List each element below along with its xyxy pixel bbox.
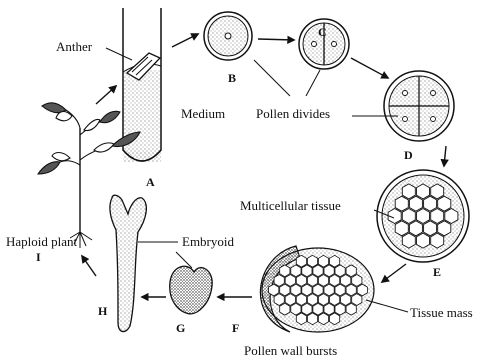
stage-letter-e: E [433, 266, 441, 278]
tissue-mass-cell [346, 284, 356, 296]
tissue-cell [431, 209, 444, 224]
stage-letter-f: F [232, 322, 239, 334]
label-embryoid: Embryoid [182, 235, 234, 248]
tissue-cell [402, 184, 415, 199]
stage-letter-b: B [228, 72, 236, 84]
tissue-mass-cell [280, 265, 290, 277]
tissue-mass-cell [302, 303, 312, 315]
tissue-mass-cell [296, 255, 306, 267]
tissue-mass-cell [296, 294, 306, 306]
tissue-mass-cell [324, 303, 334, 315]
tissue-cell [402, 233, 415, 248]
stage-letter-d: D [404, 149, 413, 161]
tissue-mass-cell [285, 275, 295, 287]
tissue-mass-cell [274, 294, 284, 306]
embryoid-h [110, 195, 146, 331]
tissue-mass-cell [296, 275, 306, 287]
tissue-mass-cell [291, 265, 301, 277]
tissue-mass-cell [318, 313, 328, 325]
tissue-mass-cell [341, 275, 351, 287]
tissue-cell [438, 221, 451, 236]
tissue-mass-cell [274, 275, 284, 287]
tissue-mass-cell [330, 313, 340, 325]
tissue-mass-cell [313, 284, 323, 296]
multicellular-tissue-e [377, 170, 469, 262]
tissue-cell [445, 209, 458, 224]
tissue-mass-cell [357, 284, 367, 296]
arrow-c-to-d [351, 58, 388, 78]
label-haploid-plant: Haploid plant [6, 235, 77, 248]
tissue-mass-cell [269, 284, 279, 296]
tissue-mass-cell [280, 303, 290, 315]
tissue-cell [402, 209, 415, 224]
stage-letter-g: G [176, 322, 185, 334]
tissue-mass-cell [280, 284, 290, 296]
tissue-mass-cell [318, 294, 328, 306]
tissue-cell [431, 233, 444, 248]
label-medium: Medium [181, 107, 225, 120]
arrow-i-to-a [96, 86, 116, 104]
arrow-b-to-c [258, 39, 294, 40]
tissue-mass-cell [346, 303, 356, 315]
tissue-mass-cell [346, 265, 356, 277]
tissue-cell [424, 196, 437, 211]
stage-letter-h: H [98, 305, 107, 317]
tissue-mass-cell [324, 284, 334, 296]
tissue-mass-cell [335, 265, 345, 277]
label-pollen-wall-bursts: Pollen wall bursts [244, 344, 337, 357]
tissue-cell [424, 221, 437, 236]
label-pollen-divides: Pollen divides [256, 107, 330, 120]
tissue-cell [438, 196, 451, 211]
label-anther: Anther [56, 40, 92, 53]
arrow-h-to-i [82, 256, 96, 276]
tissue-mass-cell [291, 303, 301, 315]
tissue-cell [409, 196, 422, 211]
tissue-mass-cell [296, 313, 306, 325]
tissue-mass-cell [302, 265, 312, 277]
tissue-cell [417, 209, 430, 224]
tissue-mass-cell [335, 303, 345, 315]
tissue-cell [395, 221, 408, 236]
tissue-mass-cell [341, 294, 351, 306]
tissue-cell [417, 233, 430, 248]
tissue-cell [395, 196, 408, 211]
tissue-mass-cell [318, 255, 328, 267]
tissue-mass-cell [352, 294, 362, 306]
tissue-mass-cell [307, 313, 317, 325]
tissue-mass-cell [307, 255, 317, 267]
stage-letter-c: C [318, 26, 327, 38]
tissue-mass-cell [318, 275, 328, 287]
tissue-mass-cell [307, 275, 317, 287]
tissue-cell [409, 221, 422, 236]
tissue-mass-f [260, 246, 374, 332]
tissue-mass-cell [324, 265, 334, 277]
label-multicellular-tissue: Multicellular tissue [240, 199, 341, 212]
pollen-cell-b [204, 12, 252, 60]
tissue-mass-cell [313, 265, 323, 277]
pollen-cell-d [384, 71, 454, 141]
tissue-cell [417, 184, 430, 199]
arrow-a-to-b [172, 34, 198, 47]
tissue-mass-cell [335, 284, 345, 296]
label-tissue-mass: Tissue mass [410, 306, 473, 319]
tissue-mass-cell [302, 284, 312, 296]
tissue-mass-cell [330, 255, 340, 267]
arrow-d-to-e [444, 146, 446, 166]
tissue-mass-cell [307, 294, 317, 306]
stage-letter-i: I [36, 251, 41, 263]
embryoid-g [170, 266, 212, 314]
tissue-mass-cell [330, 275, 340, 287]
arrow-e-to-f [382, 264, 406, 282]
tissue-cell [431, 184, 444, 199]
tissue-mass-cell [352, 275, 362, 287]
tissue-mass-cell [330, 294, 340, 306]
tissue-mass-cell [285, 294, 295, 306]
stage-letter-a: A [146, 176, 155, 188]
tissue-mass-cell [291, 284, 301, 296]
tissue-mass-cell [313, 303, 323, 315]
